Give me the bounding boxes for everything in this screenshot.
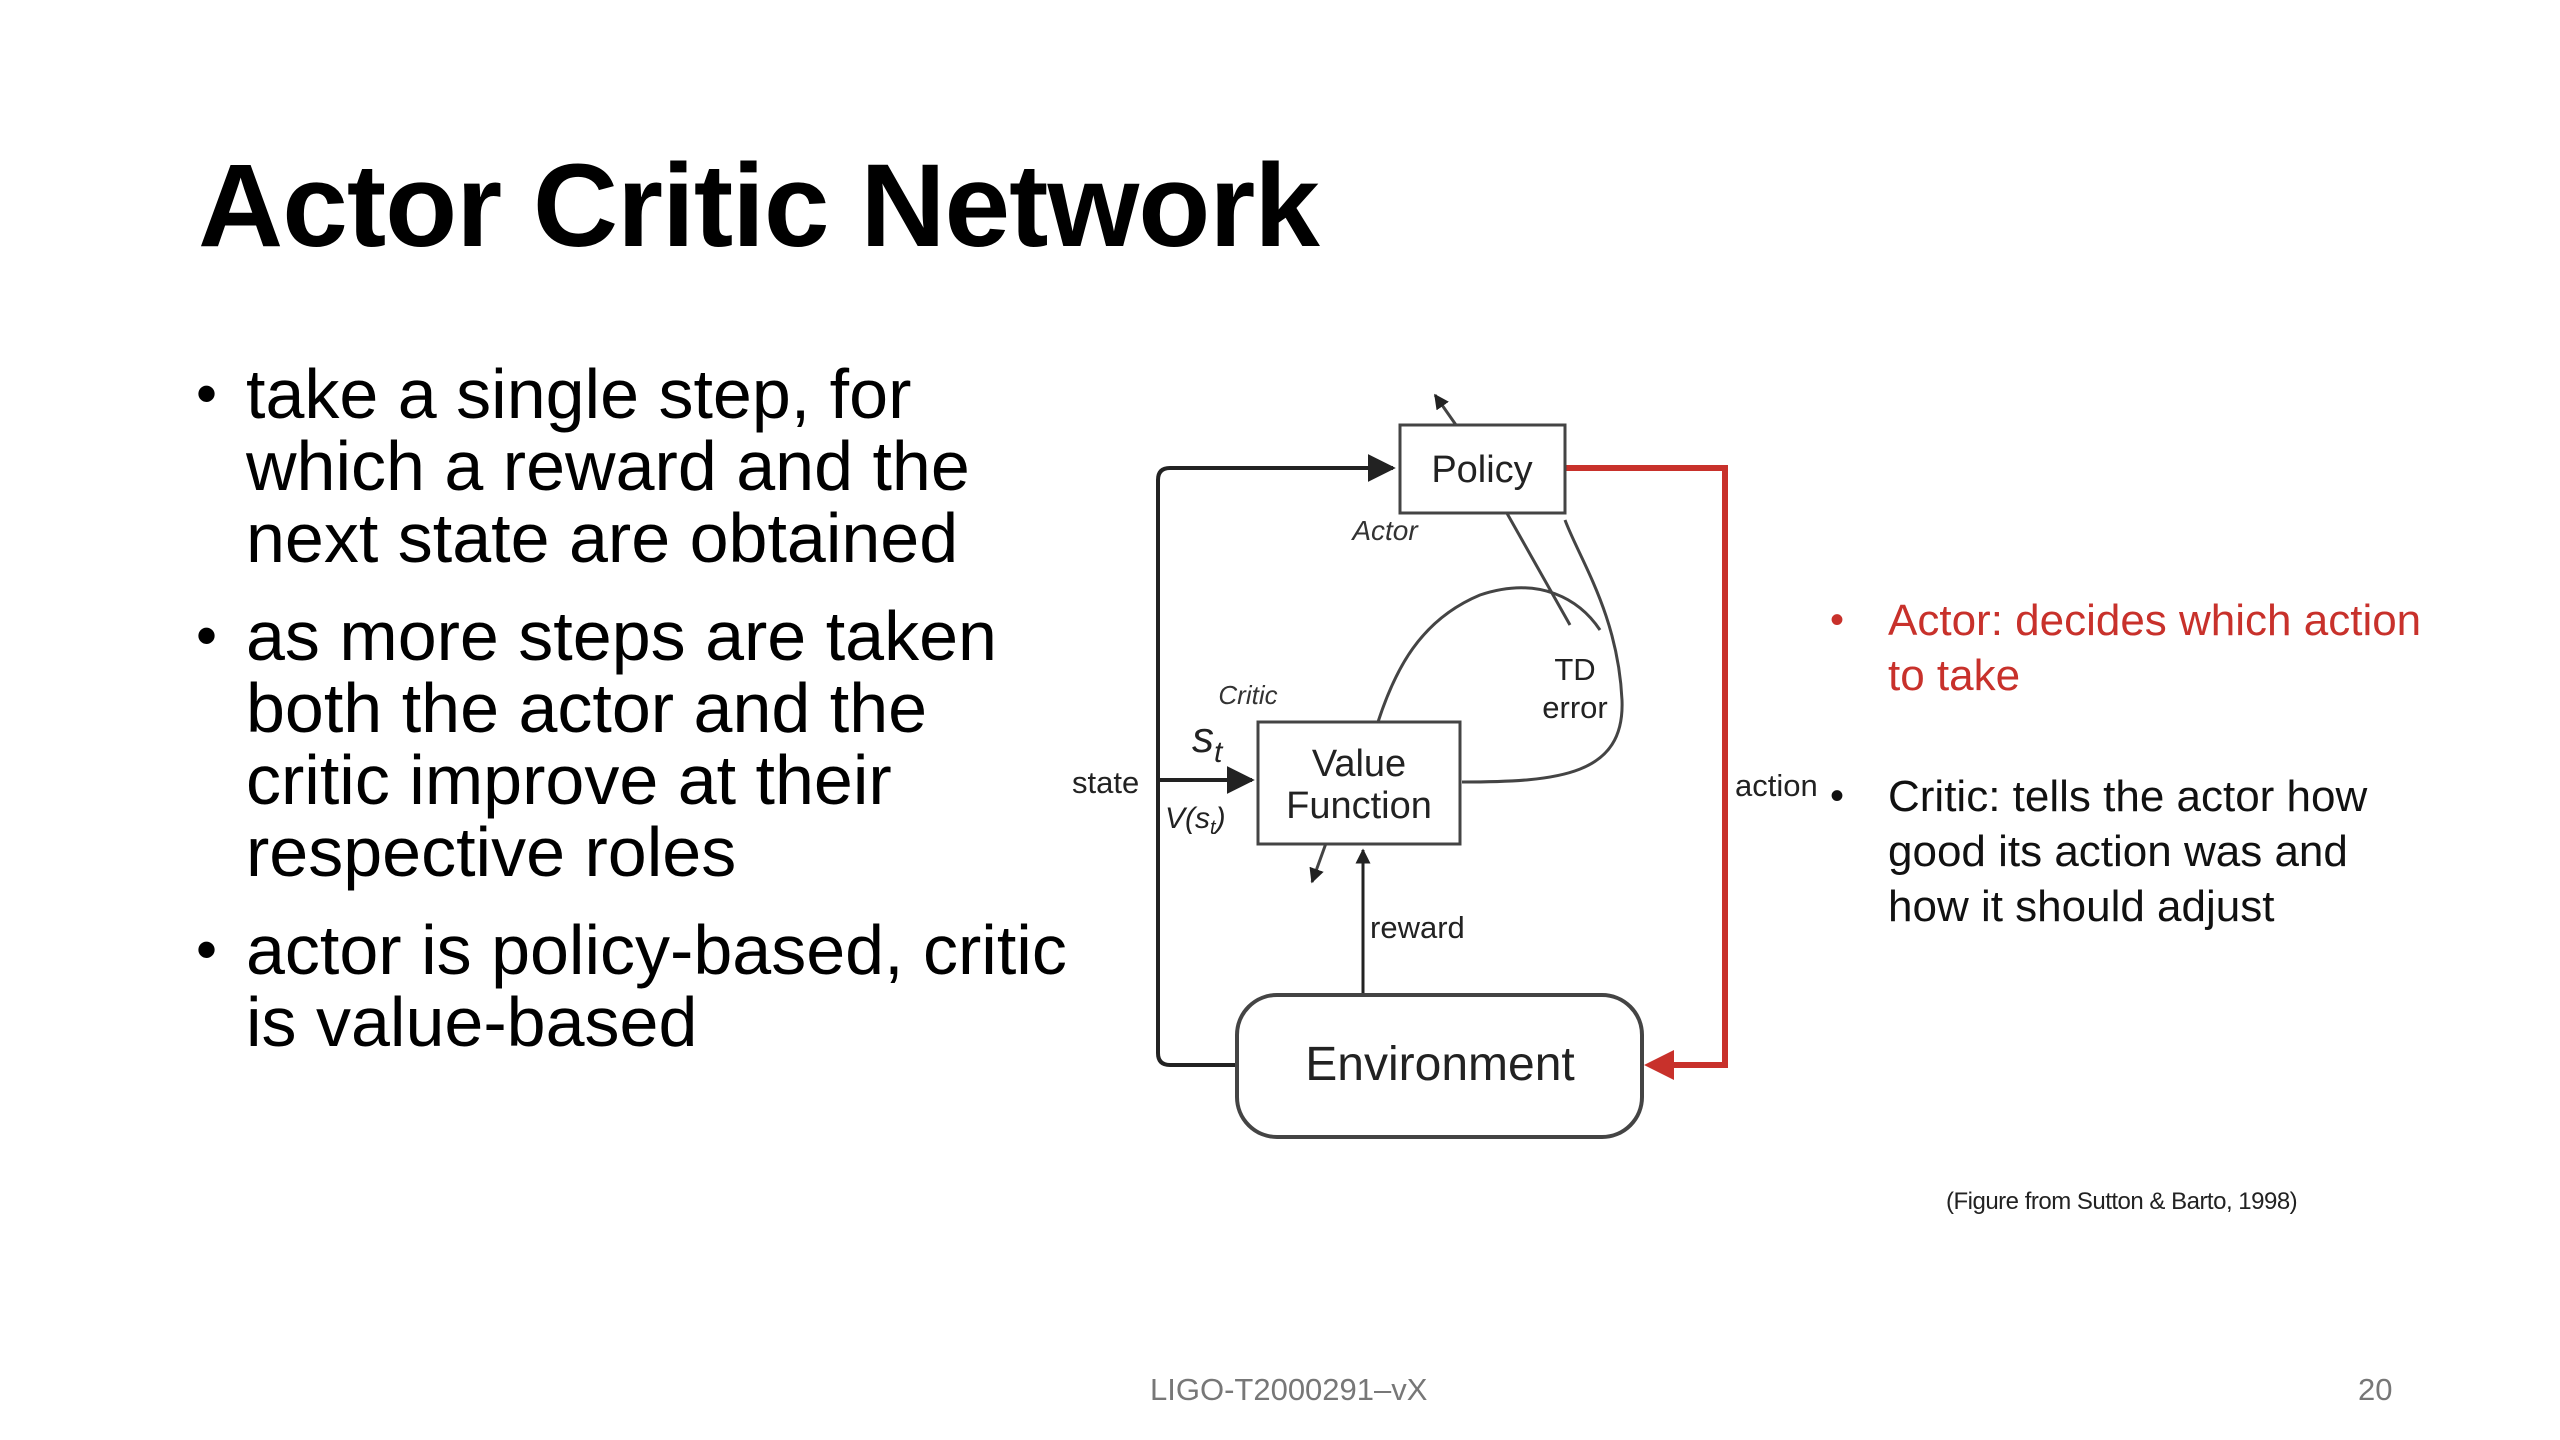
bullet-dot-icon: • bbox=[196, 360, 218, 427]
slide-title: Actor Critic Network bbox=[198, 140, 1320, 272]
footer-document-id: LIGO-T2000291–vX bbox=[1150, 1372, 1428, 1407]
actor-note: • Actor: decides which action to take bbox=[1830, 593, 2430, 703]
value-function-box bbox=[1256, 720, 1462, 846]
td-error-label-line2: error bbox=[1542, 690, 1607, 725]
action-label: action bbox=[1735, 768, 1818, 803]
actor-label: Actor bbox=[1350, 515, 1419, 546]
bullet-text: take a single step, for which a reward a… bbox=[246, 355, 970, 577]
state-label: state bbox=[1072, 765, 1139, 800]
value-symbol: V(st) bbox=[1165, 802, 1226, 839]
reward-label: reward bbox=[1370, 910, 1465, 945]
figure-credit: (Figure from Sutton & Barto, 1998) bbox=[1946, 1188, 2298, 1215]
critic-note-text: Critic: tells the actor how good its act… bbox=[1888, 772, 2368, 931]
bullet-text: as more steps are taken both the actor a… bbox=[246, 597, 997, 891]
state-symbol-subscript: t bbox=[1214, 736, 1224, 769]
actor-note-dot-icon: • bbox=[1830, 598, 1845, 642]
critic-label: Critic bbox=[1218, 680, 1277, 710]
state-symbol-letter: s bbox=[1192, 713, 1214, 762]
bullet-dot-icon: • bbox=[196, 602, 218, 669]
value-symbol-subscript: t bbox=[1210, 817, 1217, 839]
critic-note: • Critic: tells the actor how good its ac… bbox=[1830, 769, 2430, 934]
bullet-dot-icon: • bbox=[196, 916, 218, 983]
value-symbol-main: V(s bbox=[1165, 802, 1210, 835]
bullet-item: • take a single step, for which a reward … bbox=[196, 358, 1076, 574]
environment-label: Environment bbox=[1305, 1038, 1574, 1091]
footer-page-number: 20 bbox=[2358, 1372, 2393, 1407]
diagram-notes: • Actor: decides which action to take • Cr… bbox=[1830, 593, 2430, 1000]
policy-label: Policy bbox=[1431, 449, 1532, 491]
bullet-item: • as more steps are taken both the actor … bbox=[196, 600, 1076, 888]
state-symbol: st bbox=[1192, 713, 1224, 769]
td-error-curve bbox=[1461, 519, 1624, 784]
actor-note-text: Actor: decides which action to take bbox=[1888, 596, 2422, 700]
bullet-item: • actor is policy-based, critic is value-… bbox=[196, 914, 1076, 1058]
bullet-list: • take a single step, for which a reward … bbox=[196, 358, 1076, 1084]
bullet-text: actor is policy-based, critic is value-b… bbox=[246, 911, 1067, 1061]
td-error-label-line1: TD bbox=[1554, 652, 1595, 687]
td-error-curve-left bbox=[1376, 586, 1602, 723]
value-function-label-line1: Value bbox=[1312, 743, 1406, 785]
critic-note-dot-icon: • bbox=[1830, 774, 1845, 818]
environment-box bbox=[1235, 993, 1644, 1139]
action-line bbox=[1565, 465, 1728, 1080]
value-function-label-line2: Function bbox=[1286, 785, 1432, 827]
state-to-policy-line bbox=[1156, 454, 1396, 1067]
policy-box bbox=[1398, 423, 1567, 515]
value-symbol-close: ) bbox=[1213, 802, 1226, 835]
